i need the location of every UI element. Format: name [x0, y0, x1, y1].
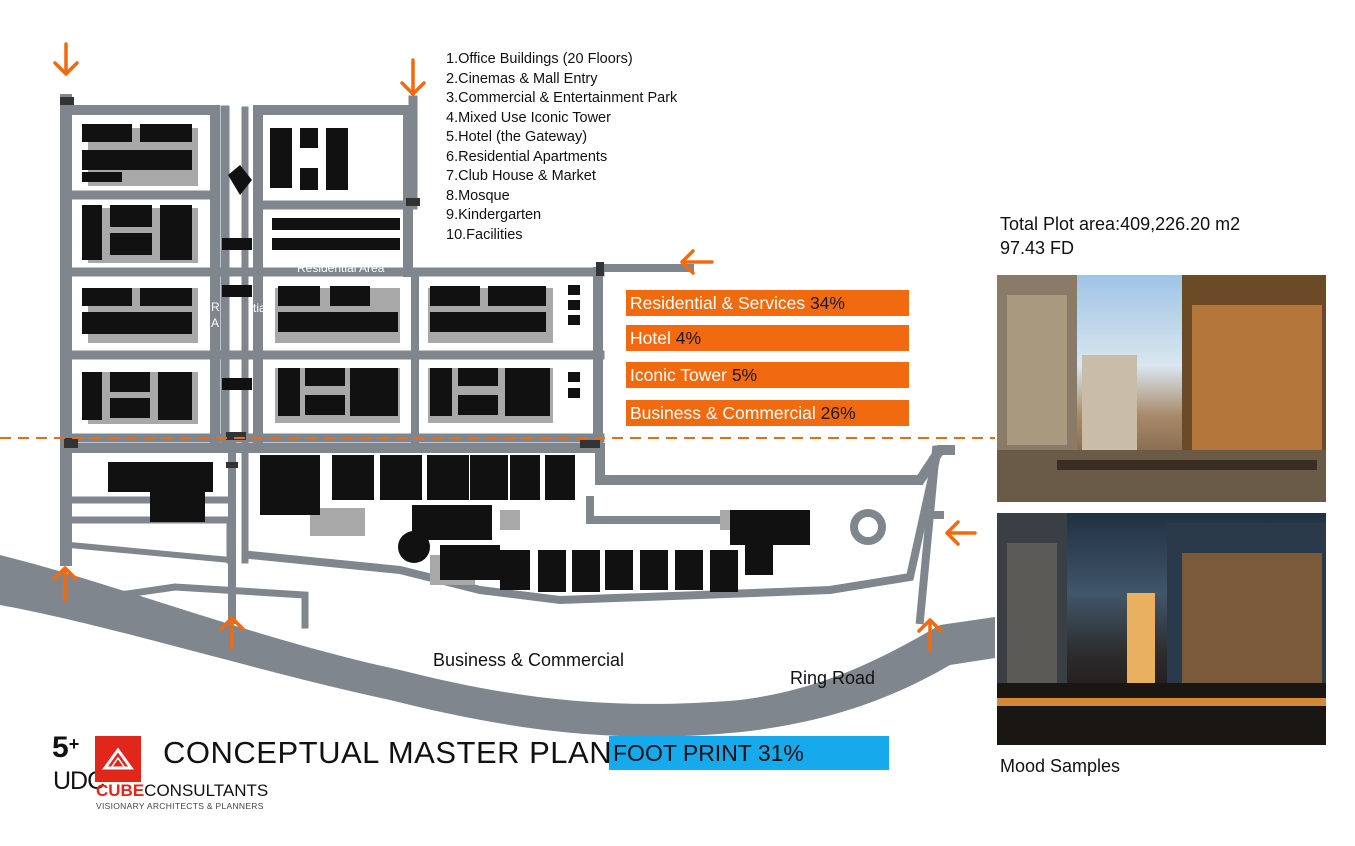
plot-fd: 97.43 FD [1000, 238, 1075, 258]
plot-info: Total Plot area:409,226.20 m2 97.43 FD [1000, 212, 1240, 260]
residential-partial-label-3: A [211, 316, 220, 330]
land-use-label: Residential & Services [630, 293, 806, 313]
logo-triangle-icon [95, 736, 141, 782]
legend-item: 10.Facilities [446, 226, 523, 243]
arrow-up-icon-1 [52, 566, 78, 602]
arrow-left-icon-1 [680, 249, 714, 275]
legend-item: 1.Office Buildings (20 Floors) [446, 51, 633, 67]
legend-list: 1.Office Buildings (20 Floors) 2.Cinemas… [446, 50, 677, 245]
land-use-percent: 26% [820, 403, 856, 423]
land-use-percent: 34% [809, 293, 845, 313]
mood-samples-label: Mood Samples [1000, 756, 1121, 776]
footprint-badge: FOOT PRINT 31% [609, 736, 889, 770]
roundabout [850, 509, 886, 545]
residential-area-label: Residential Area [297, 261, 385, 275]
land-use-bar-iconic-tower: Iconic Tower 5% [626, 362, 909, 388]
ring-road-label: Ring Road [790, 668, 876, 688]
ring-road [0, 555, 995, 737]
logo-cube-consultants: CUBECONSULTANTS [96, 781, 269, 800]
land-use-label: Hotel [630, 328, 671, 348]
road-network [60, 94, 955, 629]
legend-item: 4.Mixed Use Iconic Tower [446, 109, 611, 126]
page-title: CONCEPTUAL MASTER PLAN [163, 735, 613, 770]
road-crossings [60, 97, 604, 468]
legend-item: 9.Kindergarten [446, 207, 542, 223]
logo-5-plus: 5+ [52, 731, 80, 764]
arrow-down-icon-1 [53, 42, 79, 76]
mood-image-day [997, 275, 1326, 502]
land-use-label: Business & Commercial [630, 403, 816, 423]
residential-partial-label-1: R [211, 300, 220, 314]
land-use-bar-business: Business & Commercial 26% [626, 400, 909, 426]
legend-item: 6.Residential Apartments [446, 148, 608, 165]
land-use-bar-residential: Residential & Services 34% [626, 290, 909, 316]
arrow-up-icon-3 [917, 618, 943, 652]
land-use-percent: 5% [731, 365, 758, 385]
land-use-label: Iconic Tower [630, 365, 727, 385]
logo-tagline: VISIONARY ARCHITECTS & PLANNERS [96, 801, 264, 811]
arrow-left-icon-2 [945, 520, 977, 546]
legend-item: 3.Commercial & Entertainment Park [446, 90, 678, 106]
legend-item: 2.Cinemas & Mall Entry [446, 70, 598, 87]
mood-image-night [997, 513, 1326, 745]
plot-area: Total Plot area:409,226.20 m2 [1000, 214, 1241, 234]
land-use-bar-hotel: Hotel 4% [626, 325, 909, 351]
legend-item: 8.Mosque [446, 187, 510, 204]
legend-item: 7.Club House & Market [446, 168, 596, 184]
buildings [82, 124, 810, 592]
arrow-up-icon-2 [219, 616, 245, 650]
residential-partial-label-2: tial [253, 301, 269, 315]
business-commercial-label: Business & Commercial [433, 650, 625, 670]
land-use-percent: 4% [675, 328, 702, 348]
arrow-down-icon-2 [400, 58, 426, 96]
legend-item: 5.Hotel (the Gateway) [446, 129, 588, 145]
